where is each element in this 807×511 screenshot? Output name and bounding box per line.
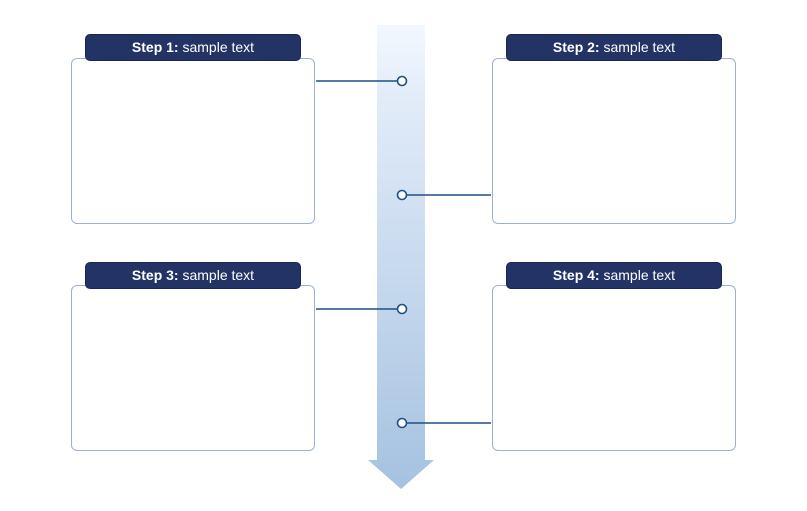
connector-node-3 — [396, 303, 408, 315]
timeline-arrow-shape — [368, 25, 434, 489]
step-1-header: Step 1: sample text — [85, 34, 301, 61]
step-3-box — [71, 285, 315, 451]
step-2-box — [492, 58, 736, 224]
step-3-text: sample text — [182, 267, 255, 283]
step-3-header: Step 3: sample text — [85, 262, 301, 289]
step-1-text: sample text — [182, 39, 255, 55]
step-4-label: Step 4: — [552, 267, 600, 283]
connector-node-1 — [396, 75, 408, 87]
step-4-box — [492, 285, 736, 451]
connector-node-2 — [396, 189, 408, 201]
step-2-header: Step 2: sample text — [506, 34, 722, 61]
step-2-text: sample text — [603, 39, 676, 55]
connector-step-1 — [316, 75, 408, 87]
step-2-label: Step 2: — [552, 39, 600, 55]
connector-step-4 — [396, 417, 491, 429]
step-1-box — [71, 58, 315, 224]
connector-node-4 — [396, 417, 408, 429]
step-4-text: sample text — [603, 267, 676, 283]
step-1-label: Step 1: — [131, 39, 179, 55]
connector-step-2 — [396, 189, 491, 201]
step-4-header: Step 4: sample text — [506, 262, 722, 289]
connector-step-3 — [316, 303, 408, 315]
step-3-label: Step 3: — [131, 267, 179, 283]
